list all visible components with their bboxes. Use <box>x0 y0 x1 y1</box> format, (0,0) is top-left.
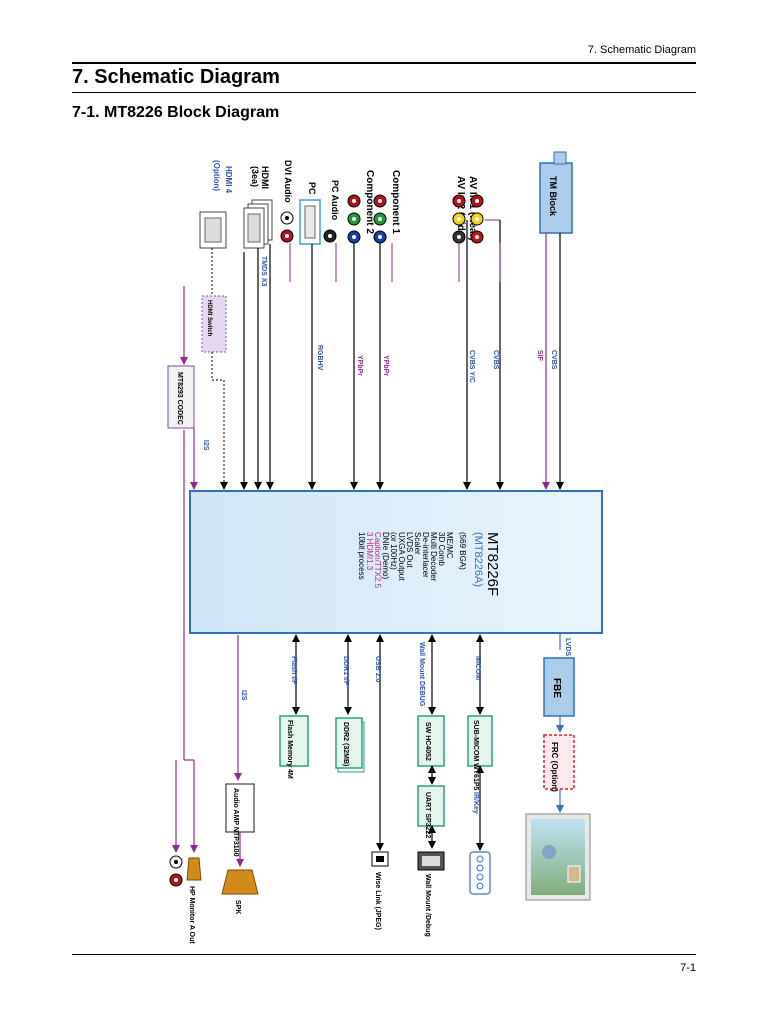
fbe-label: FBE <box>551 678 562 698</box>
flash-label: Flash Memory 4M <box>286 720 293 779</box>
av2-jacks <box>452 194 466 244</box>
audio-amp-block <box>225 783 255 833</box>
cvbs-av1-label: CVBS <box>492 350 499 370</box>
chip-feature: De-interlacer <box>421 532 430 578</box>
flash-bus-label: Flash I/F <box>290 656 297 685</box>
frc-label: FRC (Option) <box>550 742 559 792</box>
irkey-label: IR/Key <box>472 792 479 814</box>
hdmi-connectors <box>243 199 273 249</box>
wall-mount-label: Wall Mount /Debug <box>424 874 431 937</box>
headphone-icon <box>186 857 202 881</box>
chip-feature: Scaler <box>413 532 422 555</box>
rgbhv-label: RGBHV <box>316 345 323 371</box>
frc-block <box>543 734 575 790</box>
component1-jacks <box>373 194 387 244</box>
cvbs-tm-label: CVBS <box>550 350 557 370</box>
chip-feature: Caption/TTX2.5 <box>373 532 382 589</box>
chip-feature: DNIe (Demo) <box>381 532 390 579</box>
micom-block <box>467 715 493 767</box>
i2s-out-label: I2S <box>240 690 247 701</box>
tv-screen <box>531 819 585 895</box>
speaker-icon <box>221 869 259 895</box>
audio-amp-label: Audio AMP NTP3100 <box>232 788 239 857</box>
chip-text: MT8226F (MT8226A) (569 BGA) ME/MC 3D Com… <box>357 532 501 596</box>
i2s-in-label: I2S <box>202 440 209 451</box>
av1-jacks <box>470 194 484 244</box>
hdmi4-label: HDMI 4 <box>224 166 233 194</box>
chip-package: (569 BGA) <box>458 532 467 570</box>
title-rule <box>72 92 696 93</box>
chip-feature: Multi Decoder <box>429 532 438 582</box>
wise-link-label: Wise Link (JPEG) <box>374 872 381 930</box>
chip-feature: ME/MC <box>445 532 454 559</box>
page-subtitle: 7-1. MT8226 Block Diagram <box>72 104 280 121</box>
hc4052-label: SW HC4052 <box>424 722 431 761</box>
av1-label: AV In 1 (Rear) <box>467 176 478 241</box>
uart-block <box>417 785 445 827</box>
usb-bus-label: USB 2.0 <box>374 656 381 683</box>
sif-label: SIF <box>536 350 543 362</box>
uart-label: UART SP3222 <box>424 792 431 838</box>
tm-antenna <box>553 151 567 165</box>
codec-label: MT8293 CODEC <box>176 372 183 425</box>
tm-block-label: TM Block <box>548 176 558 217</box>
cvbs-yc-label: CVBS Y/C <box>468 350 475 383</box>
hdmi-label: HDMI <box>260 166 270 189</box>
hdmi4-option-label: (Option) <box>212 160 221 191</box>
pc-audio-jack <box>323 229 337 243</box>
ir-key-board <box>469 851 491 895</box>
hc4052-block <box>417 715 445 767</box>
tv-screen-figure <box>542 845 556 859</box>
chip-sub: (MT8226A) <box>472 532 484 587</box>
ypbpr1-label: YPbPr <box>382 355 389 376</box>
hdmi-switch-block <box>201 295 227 353</box>
chip-feature: 3 HDMI1.3 <box>365 532 374 571</box>
tmds-label: TMDS X3 <box>260 256 267 286</box>
ypbpr2-label: YPbPr <box>356 355 363 376</box>
fbe-block <box>543 657 575 717</box>
spk-label: SPK <box>234 900 241 914</box>
dvi-audio-label: DVI Audio <box>283 160 293 203</box>
chip-block <box>189 490 603 634</box>
ddr-bus-label: DDR1 I/F <box>342 656 349 686</box>
component2-jacks <box>347 194 361 244</box>
lvds-label: LVDS <box>564 638 571 656</box>
ddr2-label: DDR2 (32MB) <box>342 722 349 766</box>
chip-feature: (or 100Hz) <box>389 532 398 570</box>
flash-block <box>279 715 309 767</box>
header-section: 7. Schematic Diagram <box>587 44 696 56</box>
codec-block <box>167 365 195 429</box>
ddr2-block <box>335 717 363 769</box>
pc-vga-pins <box>304 205 316 239</box>
chip-feature: LVDS Out <box>405 532 414 568</box>
chip-name: MT8226F <box>484 532 501 596</box>
page-number: 7-1 <box>680 962 696 974</box>
hp-monitor-label: HP Monitor A Out <box>188 886 195 944</box>
dvi-audio-jacks <box>280 211 294 243</box>
pc-audio-label: PC Audio <box>330 180 340 221</box>
pc-label: PC <box>307 182 317 195</box>
micom-bus-label: MICOM <box>474 656 481 680</box>
chip-feature: 10bit process <box>357 532 366 580</box>
page-title: 7. Schematic Diagram <box>72 66 280 88</box>
hdmi-switch-label: HDMI Switch <box>206 300 212 337</box>
micom-label: SUB-MICOM WT61P5 <box>472 720 479 791</box>
av2-label: AV In 2 (Side) <box>455 176 466 240</box>
component1-label: Component 1 <box>390 170 401 234</box>
footer-rule <box>72 954 696 955</box>
header-rule <box>72 62 696 64</box>
chip-feature: 3D Comb <box>437 532 446 566</box>
debug-bus-label: Wall Mount DEBUG <box>418 642 425 707</box>
hdmi-count-label: (3ea) <box>250 166 260 187</box>
monitor-out-jacks <box>169 855 183 887</box>
component2-label: Component 2 <box>364 170 375 234</box>
chip-feature: UXGA Output <box>397 532 406 581</box>
